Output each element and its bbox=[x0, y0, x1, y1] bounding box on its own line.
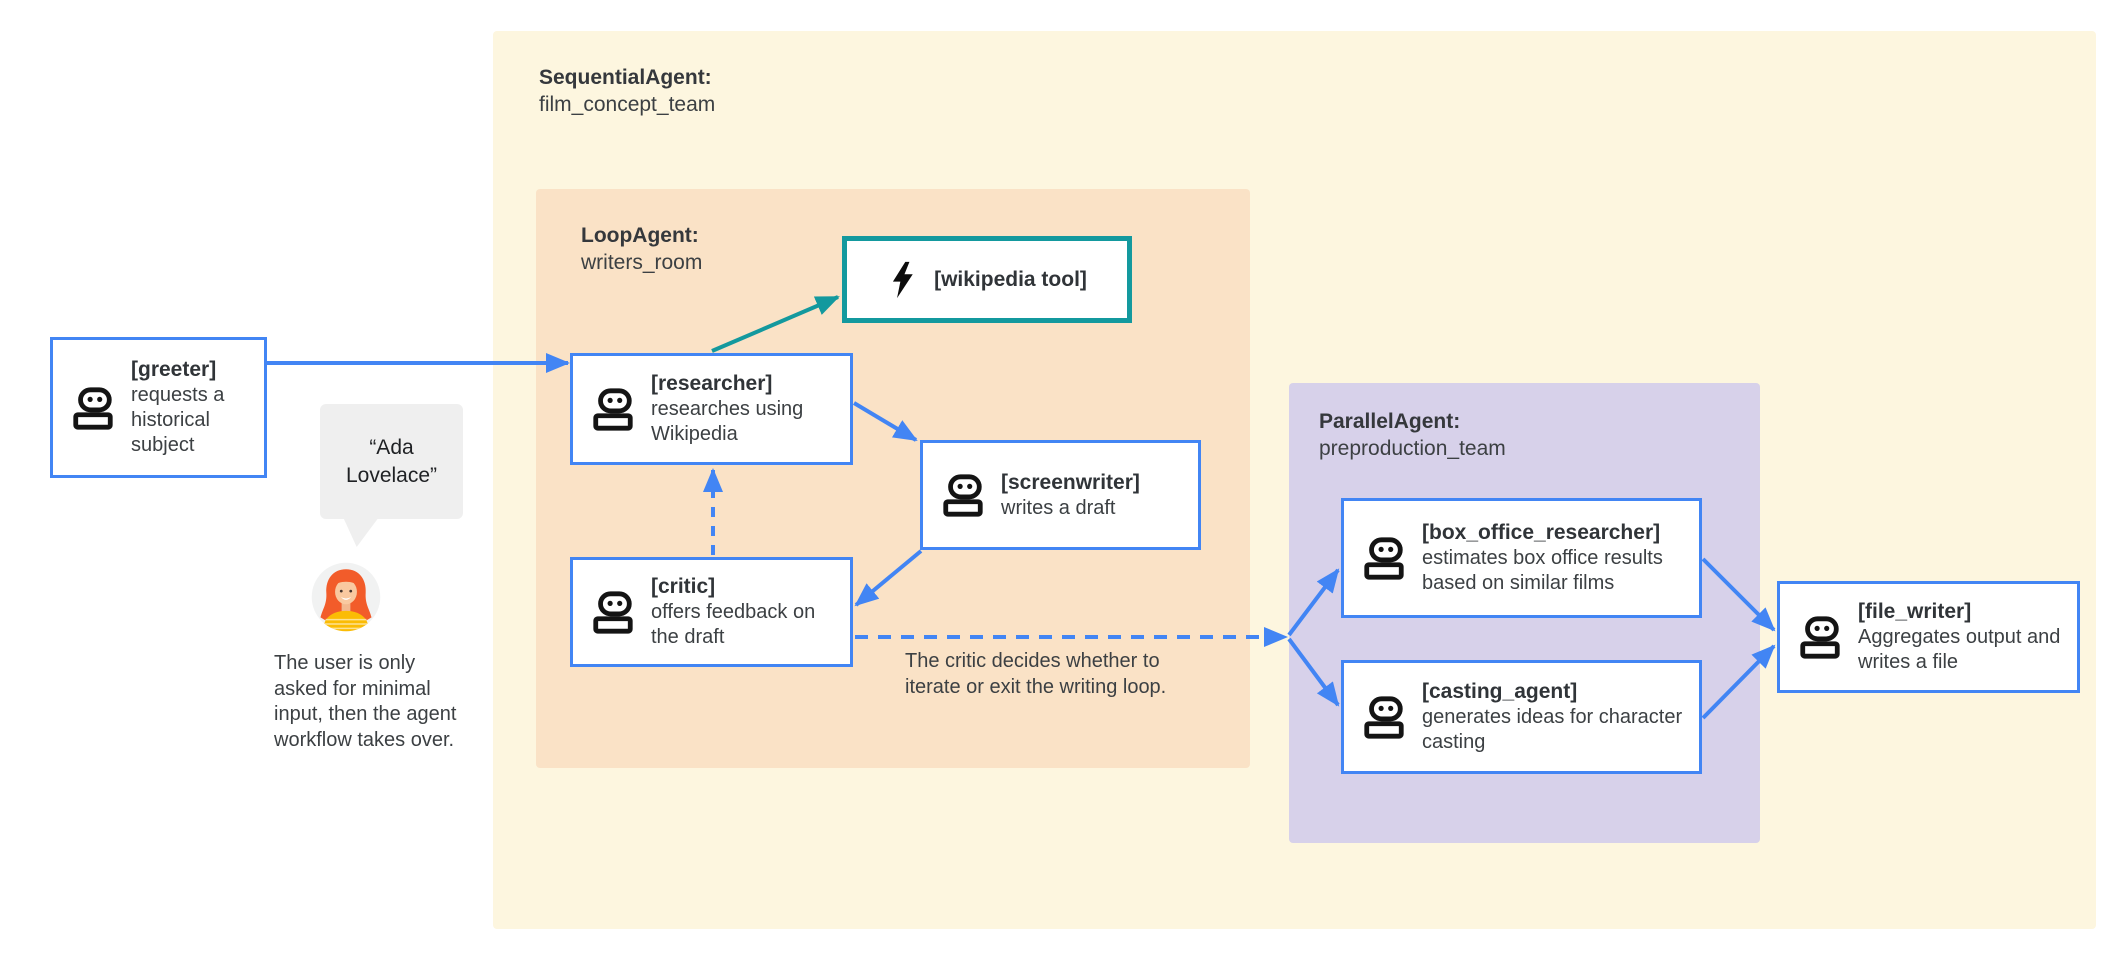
robot-icon bbox=[1361, 535, 1407, 581]
lightning-bolt-icon bbox=[887, 261, 917, 299]
robot-icon bbox=[1797, 614, 1843, 660]
casting-agent-label: [casting_agent] bbox=[1422, 680, 1578, 703]
speech-bubble-text: “Ada Lovelace” bbox=[345, 435, 438, 487]
critic-label: [critic] bbox=[651, 575, 716, 598]
robot-icon bbox=[940, 472, 986, 518]
robot-icon bbox=[70, 385, 116, 431]
file-writer-label: [file_writer] bbox=[1858, 600, 1972, 623]
box-office-researcher-description: estimates box office results based on si… bbox=[1422, 547, 1663, 594]
researcher-description: researches using Wikipedia bbox=[651, 398, 804, 445]
screenwriter-description: writes a draft bbox=[1001, 496, 1116, 519]
sequential-agent-label: SequentialAgent: film_concept_team bbox=[539, 64, 715, 118]
robot-icon bbox=[1361, 694, 1407, 740]
speech-bubble-tail bbox=[343, 517, 379, 547]
sequential-agent-name: film_concept_team bbox=[539, 93, 716, 116]
loop-agent-name: writers_room bbox=[581, 251, 703, 274]
speech-bubble: “Ada Lovelace” bbox=[320, 404, 463, 519]
node-greeter: [greeter] requests a historical subject bbox=[50, 337, 267, 478]
screenwriter-label: [screenwriter] bbox=[1001, 470, 1140, 494]
node-casting-agent: [casting_agent] generates ideas for char… bbox=[1341, 660, 1702, 774]
loop-agent-title: LoopAgent: bbox=[581, 224, 699, 247]
wikipedia-tool-label: [wikipedia tool] bbox=[934, 267, 1087, 291]
critic-description: offers feedback on the draft bbox=[651, 601, 816, 648]
loop-agent-label: LoopAgent: writers_room bbox=[581, 222, 702, 276]
parallel-agent-name: preproduction_team bbox=[1319, 437, 1506, 460]
node-researcher: [researcher] researches using Wikipedia bbox=[570, 353, 853, 465]
greeter-description: requests a historical subject bbox=[131, 384, 225, 456]
sequential-agent-title: SequentialAgent: bbox=[539, 66, 712, 89]
greeter-label: [greeter] bbox=[131, 358, 217, 381]
node-screenwriter: [screenwriter] writes a draft bbox=[920, 440, 1201, 550]
user-input-note: The user is only asked for minimal input… bbox=[274, 652, 457, 751]
robot-icon bbox=[590, 589, 636, 635]
casting-agent-description: generates ideas for character casting bbox=[1422, 706, 1683, 753]
node-file-writer: [file_writer] Aggregates output and writ… bbox=[1777, 581, 2080, 693]
robot-icon bbox=[590, 386, 636, 432]
critic-decision-note: The critic decides whether to iterate or… bbox=[905, 650, 1167, 698]
user-avatar bbox=[311, 562, 381, 632]
parallel-agent-label: ParallelAgent: preproduction_team bbox=[1319, 408, 1506, 462]
file-writer-description: Aggregates output and writes a file bbox=[1858, 626, 2061, 673]
node-box-office-researcher: [box_office_researcher] estimates box of… bbox=[1341, 498, 1702, 618]
node-critic: [critic] offers feedback on the draft bbox=[570, 557, 853, 667]
parallel-agent-title: ParallelAgent: bbox=[1319, 410, 1461, 433]
node-wikipedia-tool: [wikipedia tool] bbox=[842, 236, 1132, 323]
researcher-label: [researcher] bbox=[651, 372, 773, 395]
box-office-researcher-label: [box_office_researcher] bbox=[1422, 521, 1661, 544]
